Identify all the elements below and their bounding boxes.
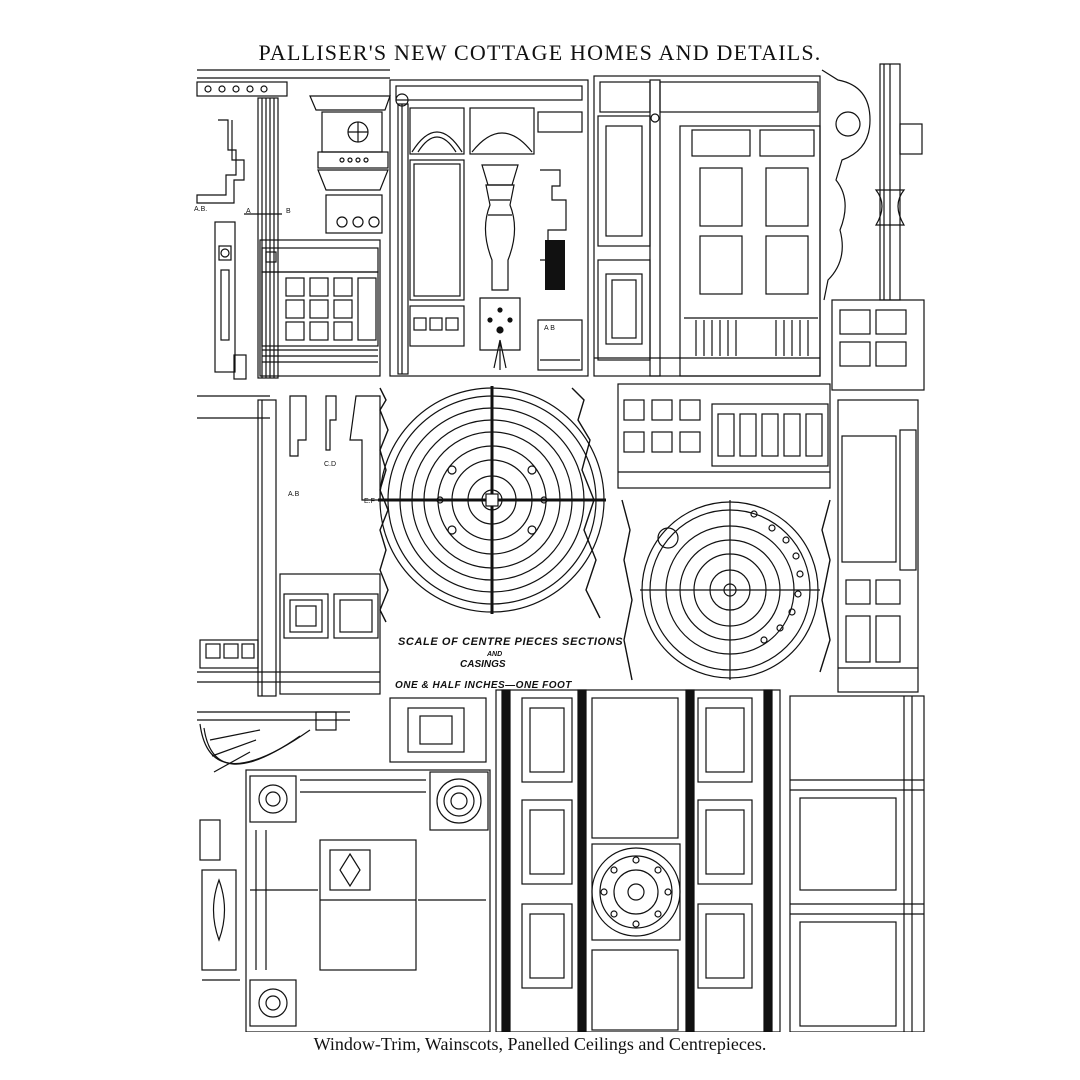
- door-casing-detail-top-middle: [389, 79, 589, 377]
- scale-note-line3: CASINGS: [460, 659, 506, 670]
- architectural-plate: [196, 63, 925, 1032]
- page-title: PALLISER'S NEW COTTAGE HOMES AND DETAILS…: [258, 40, 822, 65]
- section-label-ef: E.F: [364, 498, 375, 505]
- scale-note-line4: ONE & HALF INCHES—ONE FOOT: [395, 680, 572, 691]
- centrepiece-small: [621, 499, 831, 681]
- panelled-ceiling-centre: [495, 689, 781, 1032]
- section-label-ab-mid: A.B: [288, 491, 300, 498]
- tall-panel-detail-middle-far-right: [837, 399, 919, 693]
- door-detail-top-right: [593, 75, 821, 377]
- bracket-rosette-detail-bottom-left: [197, 711, 350, 981]
- section-label-cd: C.D: [324, 461, 337, 468]
- scale-note-line2: AND: [487, 651, 503, 658]
- section-label-ab-box: A B: [544, 325, 555, 332]
- section-label-a: A: [246, 208, 251, 215]
- centrepiece-large: [378, 386, 606, 623]
- wainscot-panels-middle-right: [617, 383, 831, 489]
- section-label-b: B: [286, 208, 291, 215]
- panelled-wall-right: [789, 695, 925, 1032]
- section-label-ab-top-left: A.B.: [194, 206, 208, 213]
- page-caption: Window-Trim, Wainscots, Panelled Ceiling…: [313, 1034, 767, 1054]
- bracket-pilaster-detail-top-far-right: [821, 63, 925, 391]
- window-casing-detail-top-left: [196, 69, 391, 380]
- panelled-ceiling-left: [245, 697, 491, 1032]
- wainscot-detail-middle-left: [197, 395, 381, 697]
- scale-note-line1: SCALE OF CENTRE PIECES SECTIONS: [398, 636, 624, 648]
